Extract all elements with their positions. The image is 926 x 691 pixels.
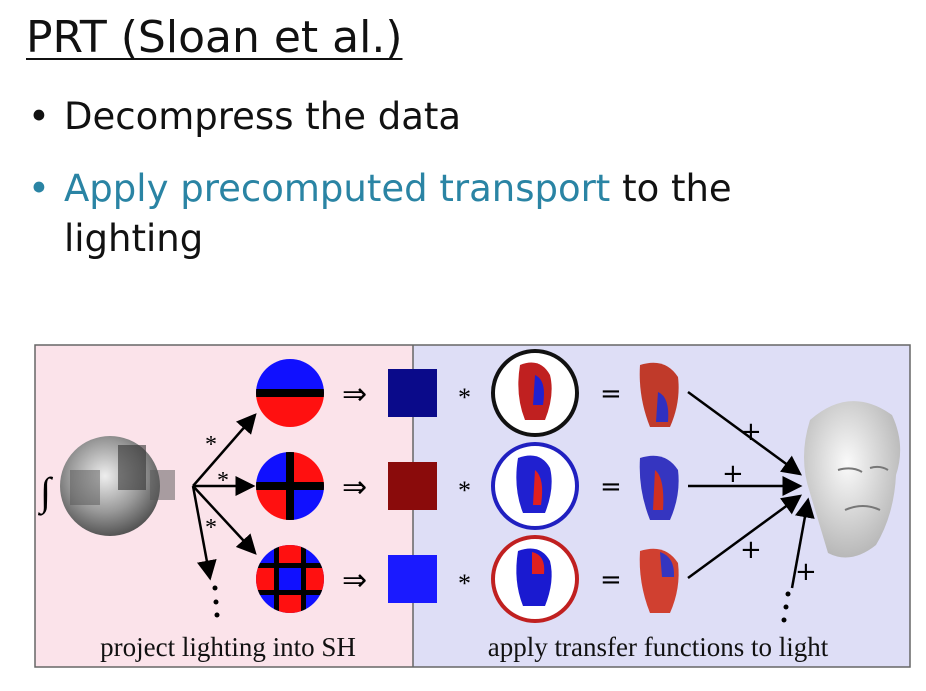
bullet-highlight-text: Apply precomputed transport xyxy=(64,167,611,210)
environment-map-sphere xyxy=(60,436,175,536)
plus-symbol: + xyxy=(740,417,762,447)
bullet-dot: • xyxy=(28,95,50,138)
right-caption: apply transfer functions to light xyxy=(488,632,829,662)
left-caption: project lighting into SH xyxy=(100,632,356,662)
coefficient-square-0 xyxy=(388,369,437,417)
slide-title: PRT (Sloan et al.) xyxy=(26,12,403,63)
ellipsis-dots xyxy=(781,591,791,623)
shaded-head-2 xyxy=(639,548,679,613)
final-lit-head xyxy=(804,401,901,558)
equals-symbol: = xyxy=(600,565,622,595)
equals-symbol: = xyxy=(600,379,622,409)
projection-arrows xyxy=(191,413,257,581)
plus-symbol: + xyxy=(722,459,744,489)
coefficient-square-2 xyxy=(388,555,437,603)
multiply-symbol: * xyxy=(205,432,217,458)
multiply-symbol: * xyxy=(458,476,471,505)
transfer-function-0 xyxy=(491,349,579,437)
multiply-symbol: * xyxy=(458,569,471,598)
shaded-head-1 xyxy=(639,455,679,520)
sum-arrows xyxy=(687,390,815,589)
multiply-symbol: * xyxy=(458,383,471,412)
equals-symbol: = xyxy=(600,472,622,502)
sh-basis-y2 xyxy=(256,545,324,613)
bullet-decompress: • Decompress the data xyxy=(28,92,848,142)
multiply-symbol: * xyxy=(217,468,229,494)
transfer-function-1 xyxy=(491,442,579,530)
plus-symbol: + xyxy=(795,557,817,587)
multiply-symbol: * xyxy=(205,515,217,541)
bullet-text: Decompress the data xyxy=(64,95,462,138)
integral-symbol: ∫ xyxy=(37,469,54,516)
coefficient-square-1 xyxy=(388,462,437,510)
implies-arrow-icon: ⇒ xyxy=(342,470,367,505)
bullet-dot: • xyxy=(28,167,50,210)
implies-arrow-icon: ⇒ xyxy=(342,377,367,412)
sh-basis-y0 xyxy=(256,359,324,427)
transfer-function-2 xyxy=(491,535,579,623)
sh-basis-y1 xyxy=(256,452,324,520)
bullet-list: • Decompress the data • Apply precomputed … xyxy=(28,92,848,286)
implies-arrow-icon: ⇒ xyxy=(342,563,367,598)
bullet-apply-transport: • Apply precomputed transport to the ligh… xyxy=(28,164,848,264)
shaded-head-0 xyxy=(639,362,679,427)
bullet-text: to the lighting xyxy=(64,167,732,260)
plus-symbol: + xyxy=(740,535,762,565)
ellipsis-dots xyxy=(212,585,220,618)
